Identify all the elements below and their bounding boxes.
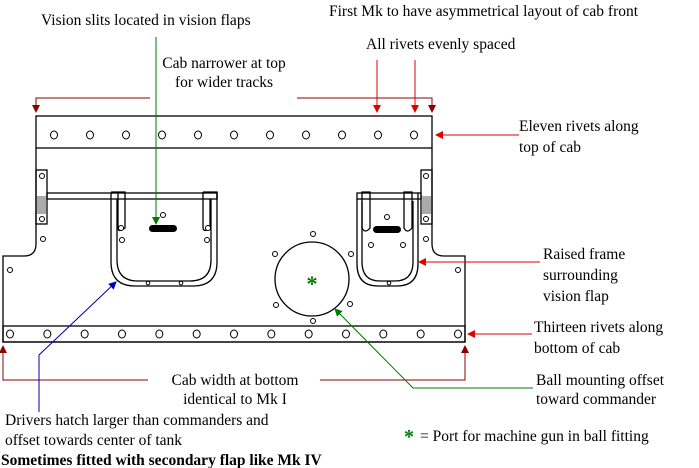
rivet [50, 130, 58, 140]
rivet [416, 329, 425, 339]
label-raised-frame-2: surrounding [543, 267, 618, 284]
rivet [192, 329, 201, 339]
cab-outline [2, 115, 466, 343]
label-cab-width-1: Cab width at bottom [171, 372, 298, 389]
right-hinge-plate [420, 169, 433, 225]
legend-asterisk: * [404, 426, 414, 448]
rivet [304, 329, 313, 339]
label-cab-width-2: identical to Mk I [183, 391, 287, 408]
rivet [155, 329, 164, 339]
rivet [302, 130, 310, 140]
rivet [374, 130, 382, 140]
label-all-rivets: All rivets evenly spaced [366, 36, 516, 53]
commanders-hatch [356, 191, 419, 287]
label-cab-narrower-2: for wider tracks [175, 74, 273, 91]
label-thirteen-rivets-1: Thirteen rivets along [534, 319, 663, 336]
rivet [410, 130, 418, 140]
rivet [80, 329, 89, 339]
label-vision-slits: Vision slits located in vision flaps [41, 12, 251, 29]
label-eleven-rivets-1: Eleven rivets along [519, 118, 639, 135]
rivet [122, 130, 130, 140]
rivet [118, 329, 126, 339]
label-drivers-hatch-1: Drivers hatch larger than commanders and [5, 412, 269, 429]
label-cab-narrower-1: Cab narrower at top [162, 55, 286, 72]
label-thirteen-rivets-2: bottom of cab [534, 340, 620, 357]
rivet [43, 329, 52, 339]
top-rivet-strip [35, 115, 433, 149]
rivet [6, 329, 14, 339]
rivet [266, 130, 274, 140]
rivet [230, 130, 238, 140]
top-rivets [50, 130, 418, 140]
label-port-legend: = Port for machine gun in ball fitting [420, 428, 649, 445]
label-first-mk: First Mk to have asymmetrical layout of … [329, 3, 639, 20]
rivet [454, 329, 462, 339]
label-secondary-flap: Sometimes fitted with secondary flap lik… [1, 452, 323, 468]
rivet [230, 329, 238, 339]
label-ball-mount-2: toward commander [536, 391, 657, 408]
label-eleven-rivets-2: top of cab [519, 139, 581, 156]
bottom-rivets [6, 329, 462, 339]
left-hinge-plate [35, 169, 48, 225]
bottom-rivet-strip [2, 325, 466, 343]
label-raised-frame-1: Raised frame [543, 246, 625, 263]
annotation-lines [0, 37, 540, 412]
rivet [379, 329, 388, 339]
label-raised-frame-3: vision flap [543, 288, 609, 305]
vision-slit-driver [149, 225, 177, 232]
vision-slit-commander [373, 226, 401, 233]
rivet [158, 130, 166, 140]
ball-mount: * [272, 231, 354, 324]
label-drivers-hatch-2: offset towards center of tank [5, 432, 182, 449]
rivet [86, 130, 94, 140]
label-ball-mount-1: Ball mounting offset [536, 372, 665, 389]
rivet [338, 130, 346, 140]
rivet [194, 130, 202, 140]
rivet [267, 329, 276, 339]
rivet [342, 329, 350, 339]
drivers-hatch [110, 191, 218, 287]
hinge-bar [7, 169, 461, 273]
port-asterisk: * [307, 271, 318, 296]
